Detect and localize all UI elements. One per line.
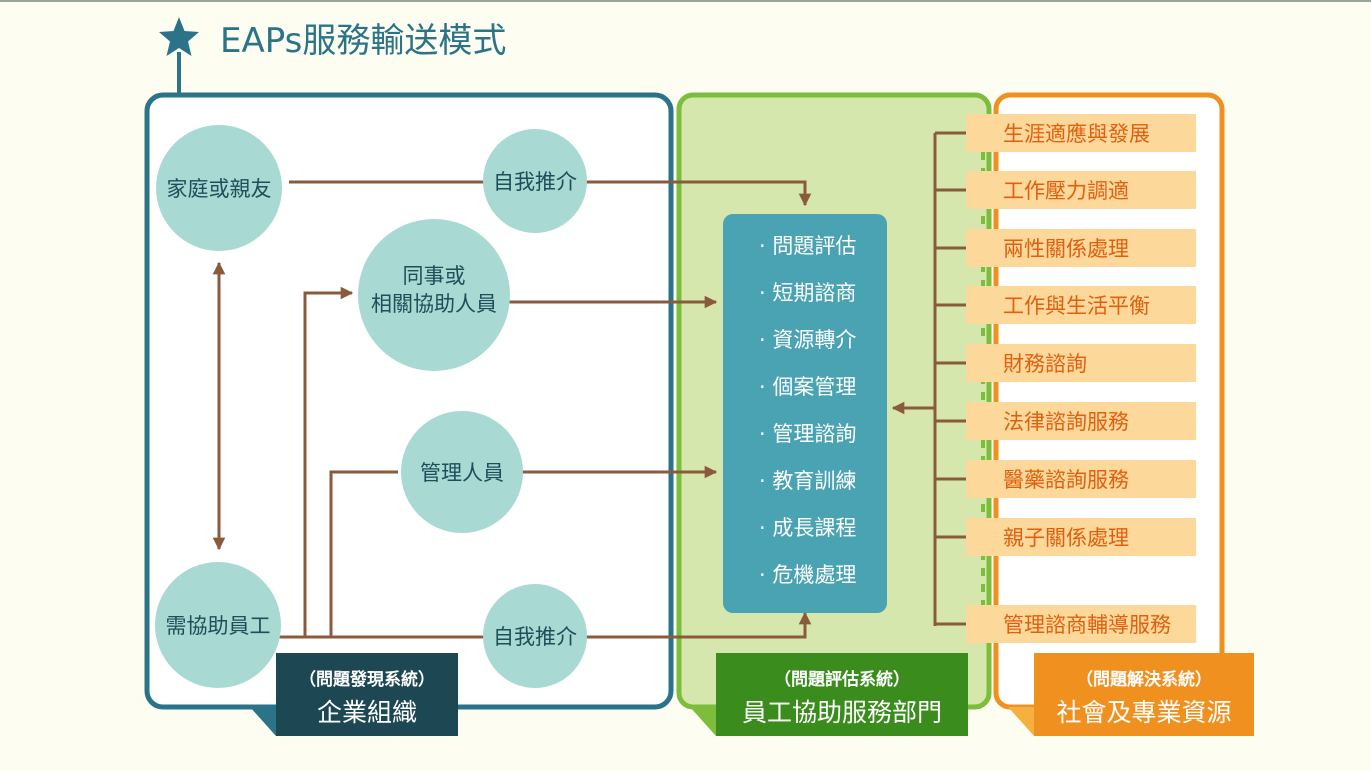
resource-item: 法律諮詢服務	[966, 402, 1196, 440]
resource-item: 財務諮詢	[966, 344, 1196, 382]
caption-eap-fold	[690, 707, 716, 736]
resource-item-box	[966, 344, 1196, 382]
resource-item: 管理諮商輔導服務	[966, 605, 1196, 643]
resource-item-label: 法律諮詢服務	[1003, 410, 1129, 434]
service-item: · 危機處理	[759, 563, 856, 587]
line-employee-to-managers	[329, 470, 398, 637]
circle-self-referral-top: 自我推介	[483, 129, 587, 233]
circle-employee: 需協助員工	[155, 562, 281, 688]
star-icon	[159, 17, 199, 56]
top-border-line	[0, 0, 1371, 2]
caption-resources-fold	[1008, 707, 1034, 736]
arrow-employee-to-colleagues	[303, 286, 354, 637]
resource-item: 工作壓力調適	[966, 171, 1196, 209]
caption-resources-sub: （問題解決系統）	[1076, 669, 1212, 690]
resource-item-label: 財務諮詢	[1003, 352, 1087, 376]
resource-item: 醫藥諮詢服務	[966, 460, 1196, 498]
arrow-employee-to-eap	[277, 611, 812, 639]
caption-organization-fold	[250, 707, 276, 736]
colleagues-label-line1: 同事或	[403, 264, 466, 288]
resource-item: 生涯適應與發展	[966, 114, 1196, 152]
caption-eap-main: 員工協助服務部門	[742, 698, 942, 727]
circle-family: 家庭或親友	[156, 125, 282, 251]
resource-item-label: 親子關係處理	[1003, 526, 1129, 550]
resource-item: 工作與生活平衡	[966, 286, 1196, 324]
resource-item-box	[966, 605, 1196, 643]
resource-item-box	[966, 402, 1196, 440]
service-item: · 問題評估	[759, 234, 856, 258]
circle-managers: 管理人員	[401, 411, 523, 533]
caption-resources-main: 社會及專業資源	[1056, 698, 1231, 727]
resource-item-label: 管理諮商輔導服務	[1003, 613, 1171, 637]
resource-item-label: 兩性關係處理	[1003, 237, 1129, 261]
resource-item-label: 醫藥諮詢服務	[1003, 468, 1129, 492]
service-item: · 成長課程	[759, 516, 856, 540]
caption-eap-department: （問題評估系統） 員工協助服務部門	[690, 653, 968, 736]
resource-item: 兩性關係處理	[966, 229, 1196, 267]
employee-label: 需協助員工	[166, 614, 271, 638]
caption-organization: （問題發現系統） 企業組織	[250, 653, 458, 736]
resource-item-label: 工作與生活平衡	[1003, 294, 1150, 318]
managers-label: 管理人員	[420, 461, 504, 485]
resource-item-label: 工作壓力調適	[1003, 179, 1129, 203]
caption-eap-sub: （問題評估系統）	[774, 669, 910, 690]
resource-item-box	[966, 114, 1196, 152]
caption-organization-sub: （問題發現系統）	[299, 669, 435, 690]
resource-item: 親子關係處理	[966, 518, 1196, 556]
caption-organization-main: 企業組織	[317, 698, 417, 727]
resource-item-box	[966, 229, 1196, 267]
resources-list: 生涯適應與發展工作壓力調適兩性關係處理工作與生活平衡財務諮詢法律諮詢服務醫藥諮詢…	[966, 114, 1196, 643]
resource-item-box	[966, 171, 1196, 209]
service-item: · 管理諮詢	[759, 422, 856, 446]
page-title: EAPs服務輸送模式	[220, 21, 506, 61]
service-item: · 資源轉介	[759, 328, 856, 352]
self-referral-bottom-label: 自我推介	[493, 625, 577, 649]
service-item: · 短期諮商	[759, 281, 856, 305]
family-label: 家庭或親友	[167, 177, 272, 201]
caption-resources: （問題解決系統） 社會及專業資源	[1008, 653, 1254, 736]
resource-item-box	[966, 286, 1196, 324]
service-item: · 個案管理	[759, 375, 856, 399]
resource-item-box	[966, 518, 1196, 556]
self-referral-top-label: 自我推介	[493, 170, 577, 194]
arrow-family-to-eap	[289, 180, 812, 207]
circle-colleagues: 同事或 相關協助人員	[358, 219, 510, 371]
title-group: EAPs服務輸送模式	[159, 17, 506, 94]
service-item: · 教育訓練	[759, 469, 856, 493]
circle-self-referral-bottom: 自我推介	[483, 584, 587, 688]
resource-item-box	[966, 460, 1196, 498]
services-box	[723, 214, 887, 613]
services-list: · 問題評估 · 短期諮商 · 資源轉介 · 個案管理 · 管理諮詢 · 教育訓練 · 成長…	[759, 234, 856, 587]
resource-item-label: 生涯適應與發展	[1003, 122, 1150, 146]
colleagues-label-line2: 相關協助人員	[371, 292, 497, 316]
